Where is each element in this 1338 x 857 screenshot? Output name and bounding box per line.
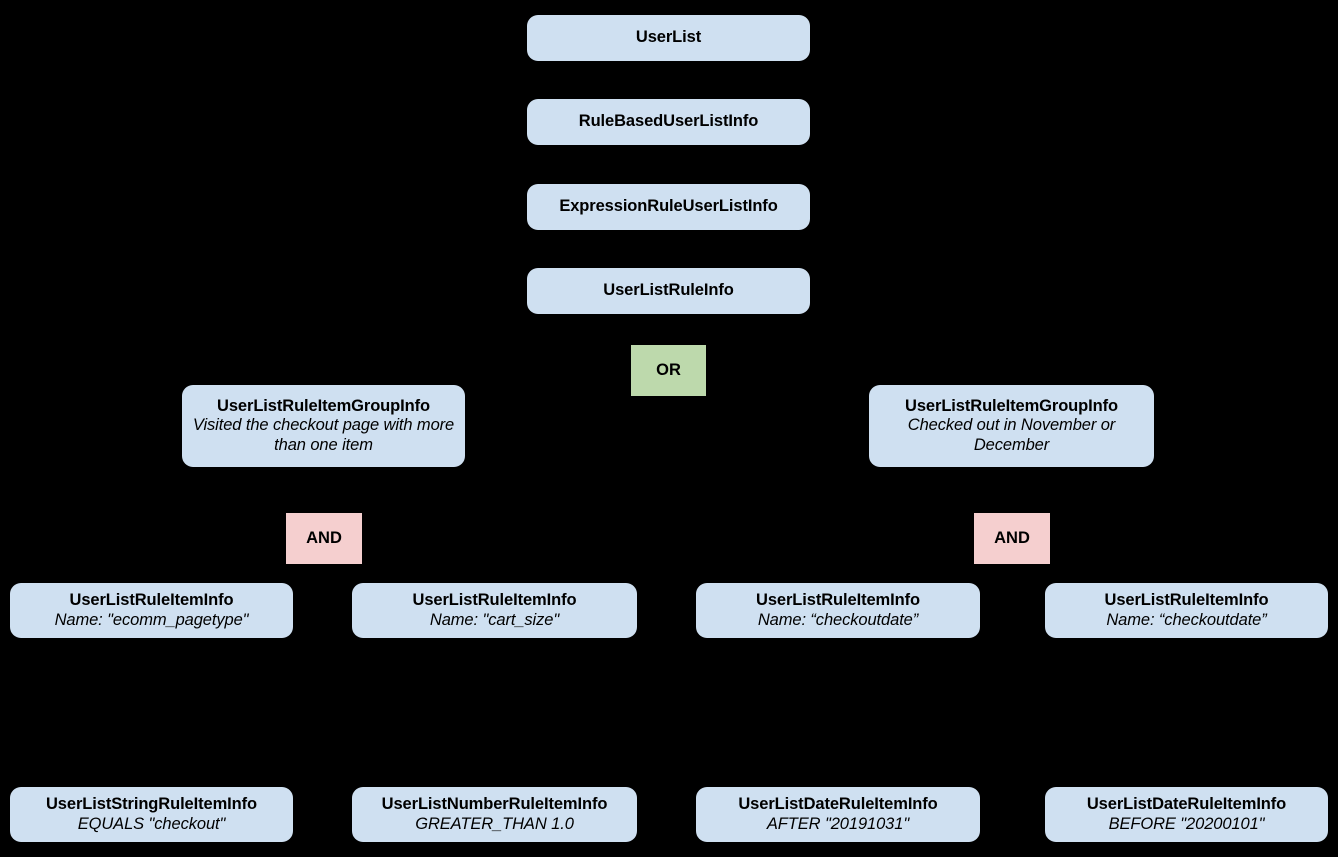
node-title: UserListRuleItemInfo <box>69 591 234 610</box>
edge-and-right-to-item-checkoutdate-before <box>1011 564 1188 583</box>
edge-group-right-to-and-right <box>1010 466 1013 514</box>
edge-group-left-to-and-left <box>322 466 325 514</box>
operator-label: OR <box>656 360 681 379</box>
node-title: UserListRuleItemInfo <box>756 591 920 610</box>
node-rulebaseduserlistinfo[interactable]: RuleBasedUserListInfo <box>527 99 810 145</box>
operator-label: AND <box>994 528 1030 547</box>
node-userlistruleinfo[interactable]: UserListRuleInfo <box>527 268 810 314</box>
node-subtitle: Checked out in November or December <box>907 416 1116 454</box>
node-subtitle: GREATER_THAN 1.0 <box>415 814 574 833</box>
node-title: UserList <box>635 28 702 47</box>
node-subtitle: BEFORE "20200101" <box>1108 814 1265 833</box>
node-title: UserListRuleItemGroupInfo <box>217 396 430 415</box>
edge-and-left-to-item-ecomm-pagetype <box>150 564 325 583</box>
node-title: RuleBasedUserListInfo <box>578 112 759 131</box>
node-subtitle: Name: “checkoutdate” <box>1106 610 1267 629</box>
node-userlist[interactable]: UserList <box>527 15 810 61</box>
node-and-right[interactable]: AND <box>974 513 1050 564</box>
edge-and-right-to-item-checkoutdate-after <box>837 564 1013 583</box>
node-title: UserListRuleItemInfo <box>412 591 577 610</box>
node-title: UserListRuleInfo <box>603 281 734 300</box>
node-title: UserListRuleItemInfo <box>1104 591 1269 610</box>
node-subtitle: Visited the checkout page with more than… <box>192 416 455 454</box>
node-subtitle: Name: "cart_size" <box>429 610 560 629</box>
edge-and-left-to-item-cart-size <box>323 564 496 583</box>
node-or-operator[interactable]: OR <box>631 345 706 396</box>
node-subtitle: EQUALS "checkout" <box>77 814 226 833</box>
node-and-left[interactable]: AND <box>286 513 362 564</box>
node-title: UserListNumberRuleItemInfo <box>381 795 608 814</box>
node-expressionruleuserlistinfo[interactable]: ExpressionRuleUserListInfo <box>527 184 810 230</box>
node-subtitle: Name: "ecomm_pagetype" <box>54 610 249 629</box>
operator-label: AND <box>306 528 342 547</box>
node-title: UserListDateRuleItemInfo <box>1086 795 1287 814</box>
node-title: UserListRuleItemGroupInfo <box>905 396 1118 415</box>
node-subtitle: Name: “checkoutdate” <box>757 610 919 629</box>
node-title: UserListStringRuleItemInfo <box>45 795 257 814</box>
node-title: ExpressionRuleUserListInfo <box>559 197 778 216</box>
node-subtitle: AFTER "20191031" <box>766 814 910 833</box>
node-title: UserListDateRuleItemInfo <box>738 795 938 814</box>
